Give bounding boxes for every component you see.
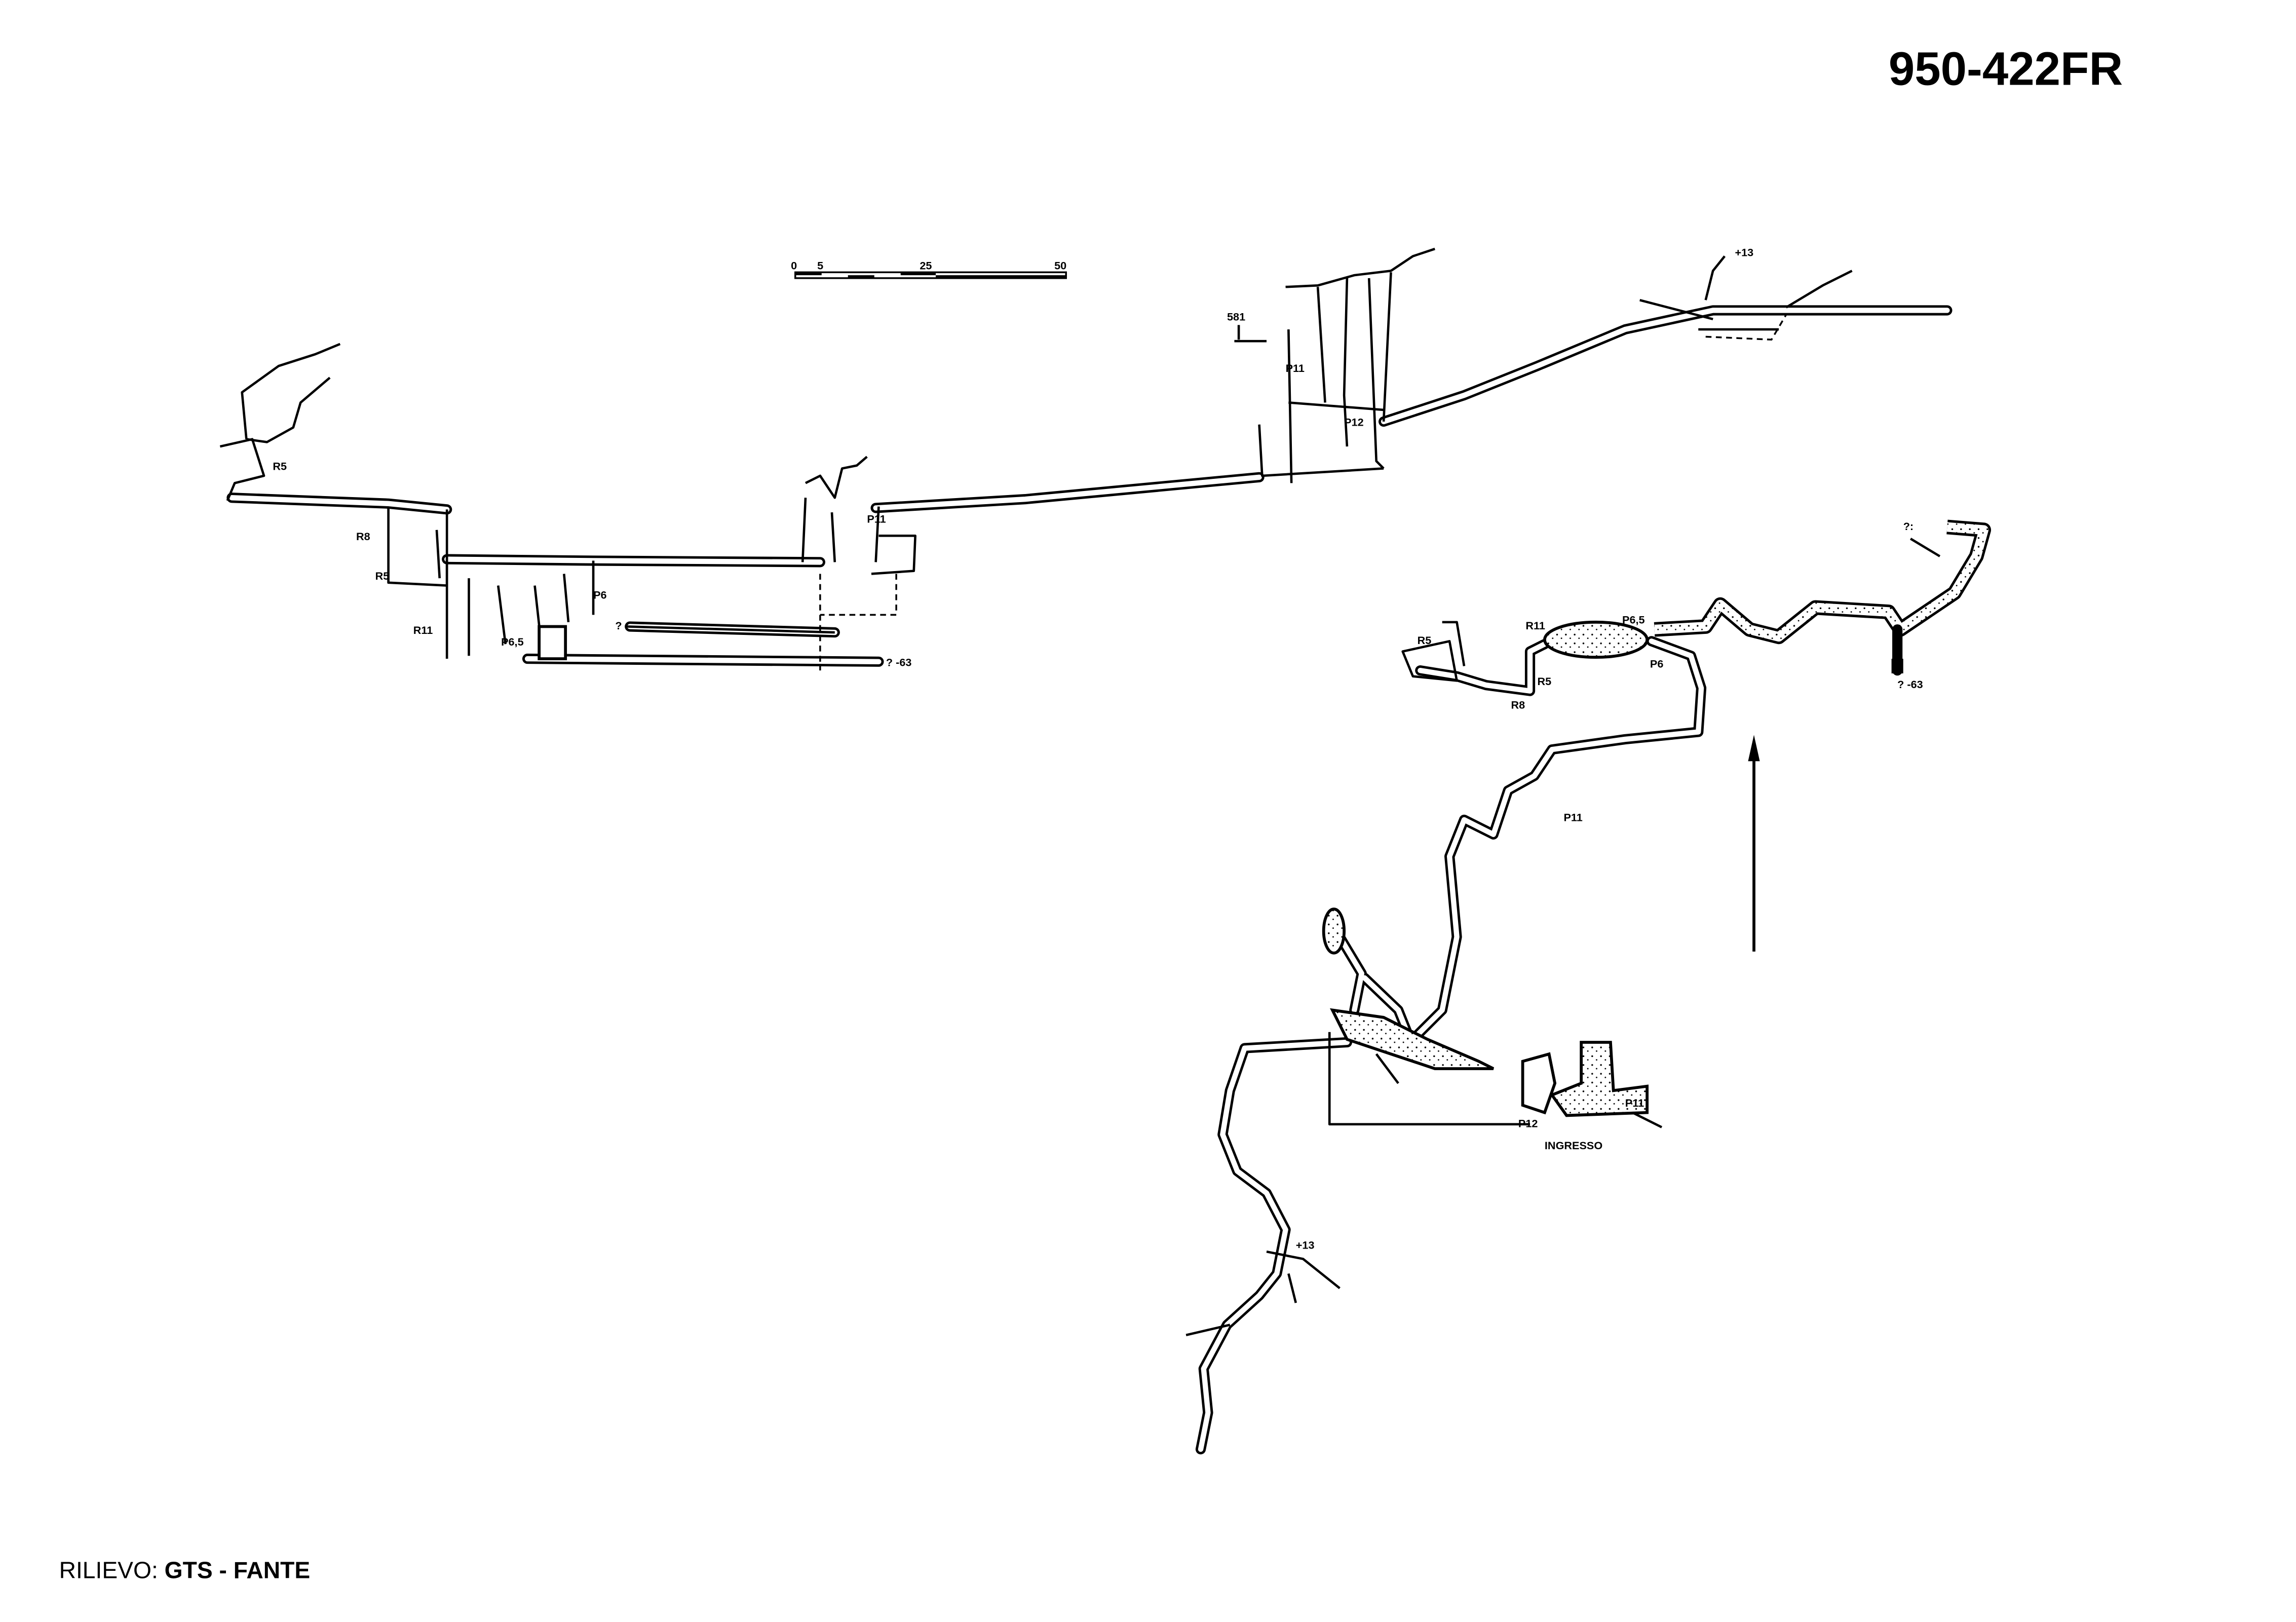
section-entrance-marker [1234,325,1267,343]
section-p11-column [801,456,916,575]
plan-entrance-shaft [1549,1041,1649,1117]
north-arrow-icon [1748,735,1760,952]
section-label-r5-top: R5 [273,460,287,472]
section-label-p6: P6 [593,589,607,601]
section-label-p11-mid: P11 [867,512,886,525]
plan-r5-block [1401,621,1466,682]
section-label-p11: P11 [1286,362,1305,374]
section-label-r8: R8 [356,530,370,543]
plan-label-end-depth: ? -63 [1897,678,1923,691]
plan-east-passage-floor [1654,522,1989,642]
plan-connector-line [1328,1032,1530,1126]
section-label-r11: R11 [413,624,433,636]
section-label-end-depth: ? -63 [886,656,912,668]
plan-north-chamber [1322,908,1346,955]
plan-label-r11: R11 [1525,619,1545,632]
plan-label-r5b: R5 [1537,675,1551,688]
plan-entrance-chamber [1521,1052,1557,1115]
section-label-p12: P12 [1344,416,1364,429]
plan-label-p65: P6,5 [1622,614,1645,626]
plan-chamber-branch [1375,1053,1399,1084]
section-west-chamber [219,343,341,501]
scale-tick-0: 0 [791,259,797,272]
section-projection-lines [819,574,897,671]
section-r8-shaft [387,506,448,587]
scale-tick-5: 5 [817,259,823,272]
section-label-question: ? [615,619,622,632]
plan-label-entrance: INGRESSO [1545,1139,1602,1152]
section-label-r5-mid: R5 [375,570,390,582]
section-dashed-passage [1705,314,1787,341]
section-label-plus13: +13 [1735,246,1753,259]
plan-label-p12: P12 [1518,1117,1538,1130]
plan-central-chamber [1329,1008,1495,1070]
plan-label-plus13: +13 [1296,1238,1315,1251]
plan-south-passage-walls [1201,1042,1347,1449]
scale-tick-50: 50 [1054,259,1066,272]
plan-south-branches [1185,1250,1341,1337]
survey-credit: RILIEVO: GTS - FANTE [59,1557,311,1583]
plan-label-p6: P6 [1650,657,1663,670]
plan-label-r8: R8 [1511,698,1525,711]
entrance-altitude-label: 581 [1227,311,1245,323]
section-r11-block [445,559,595,659]
section-p11-p12-shaft [1258,247,1435,483]
credit-authors: GTS - FANTE [165,1557,311,1583]
scale-bar-segment [848,275,874,278]
section-p65-column [538,625,567,660]
credit-label: RILIEVO: [59,1557,158,1583]
plan-view: R5 R11 P6,5 R5 R8 P6 ?: ? -63 P11 +13 P1… [1185,519,1992,1449]
scale-bar-segment [936,275,1066,278]
section-passage-walls [232,310,1947,562]
scale-tick-25: 25 [920,259,932,272]
plan-r11-chamber [1543,620,1649,659]
plan-label-r5: R5 [1418,634,1432,647]
plan-label-question: ?: [1903,520,1914,533]
scale-bar: 0 5 25 50 [791,259,1067,279]
plan-east-passage-walls [1654,519,1992,645]
plan-upper-lead [1909,538,1941,557]
scale-bar-segment [900,272,936,276]
scale-bar-segment [795,272,822,276]
plan-main-passage-walls [1405,641,1701,1046]
plan-label-p11: P11 [1563,811,1582,824]
plan-label-p11-entrance: P11 [1625,1097,1644,1109]
plan-entrance-arrow [1632,1111,1663,1128]
plan-terminal-sump [1891,659,1903,673]
section-east-branch [1639,255,1853,331]
section-upper-lead [627,625,835,634]
plan-south-passage-floor [1201,1042,1347,1449]
longitudinal-section: 581 P11 P12 +13 R5 R8 R5 R11 P6 P6,5 P11… [219,246,1947,671]
survey-code-title: 950-422FR [1889,43,2123,95]
section-label-p65: P6,5 [501,635,524,648]
section-passage-floor [232,310,1947,562]
